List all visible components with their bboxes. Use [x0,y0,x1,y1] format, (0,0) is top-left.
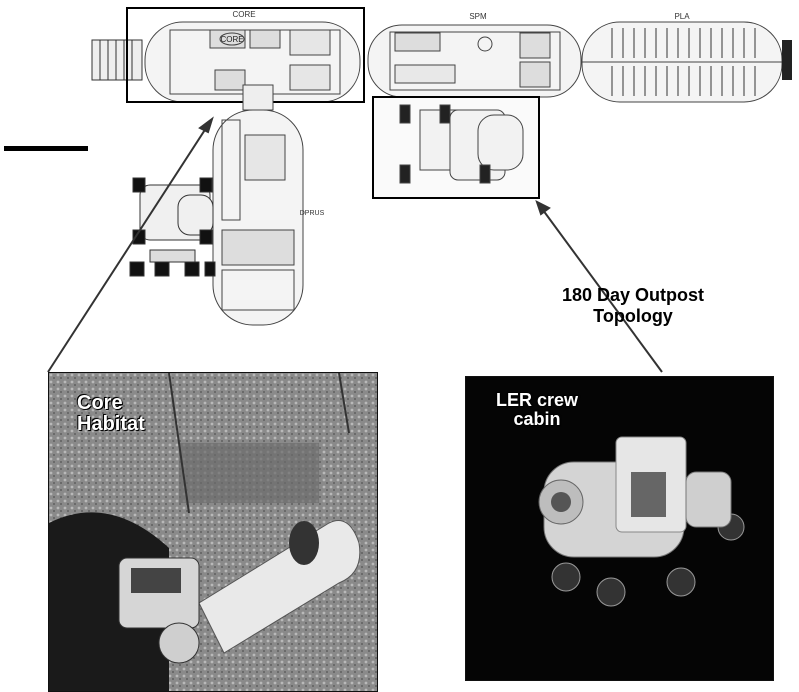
docking-adapter [92,40,142,80]
topology-caption-line1: 180 Day Outpost [548,285,718,306]
lower-module [213,110,303,325]
core-habitat-label-line1: Core [77,393,145,414]
arrow-core-habitat [48,119,212,372]
core-lower-connector [243,85,273,110]
spm-module [368,25,581,97]
scale-bar [4,146,88,151]
core-module-label: CORE [232,10,255,19]
lower-module-label: DPRUS [300,210,325,217]
pla-module-label: PLA [674,12,690,21]
ler-crew-cabin-label-line2: cabin [482,410,592,429]
core-inner-label: CORE [220,35,243,44]
topology-caption-line2: Topology [548,306,718,327]
ler-crew-cabin-label: LER crew cabin [482,391,592,429]
core-habitat-label: Core Habitat [77,393,145,435]
pla-module [582,22,782,102]
pla-end-stub [782,40,792,80]
spm-module-label: SPM [469,12,487,21]
ler-crew-cabin-label-line1: LER crew [482,391,592,410]
ler-crew-cabin-photo: LER crew cabin [465,376,774,681]
topology-caption: 180 Day Outpost Topology [548,285,718,326]
core-habitat-photo: Core Habitat [48,372,378,692]
core-habitat-label-line2: Habitat [77,414,145,435]
